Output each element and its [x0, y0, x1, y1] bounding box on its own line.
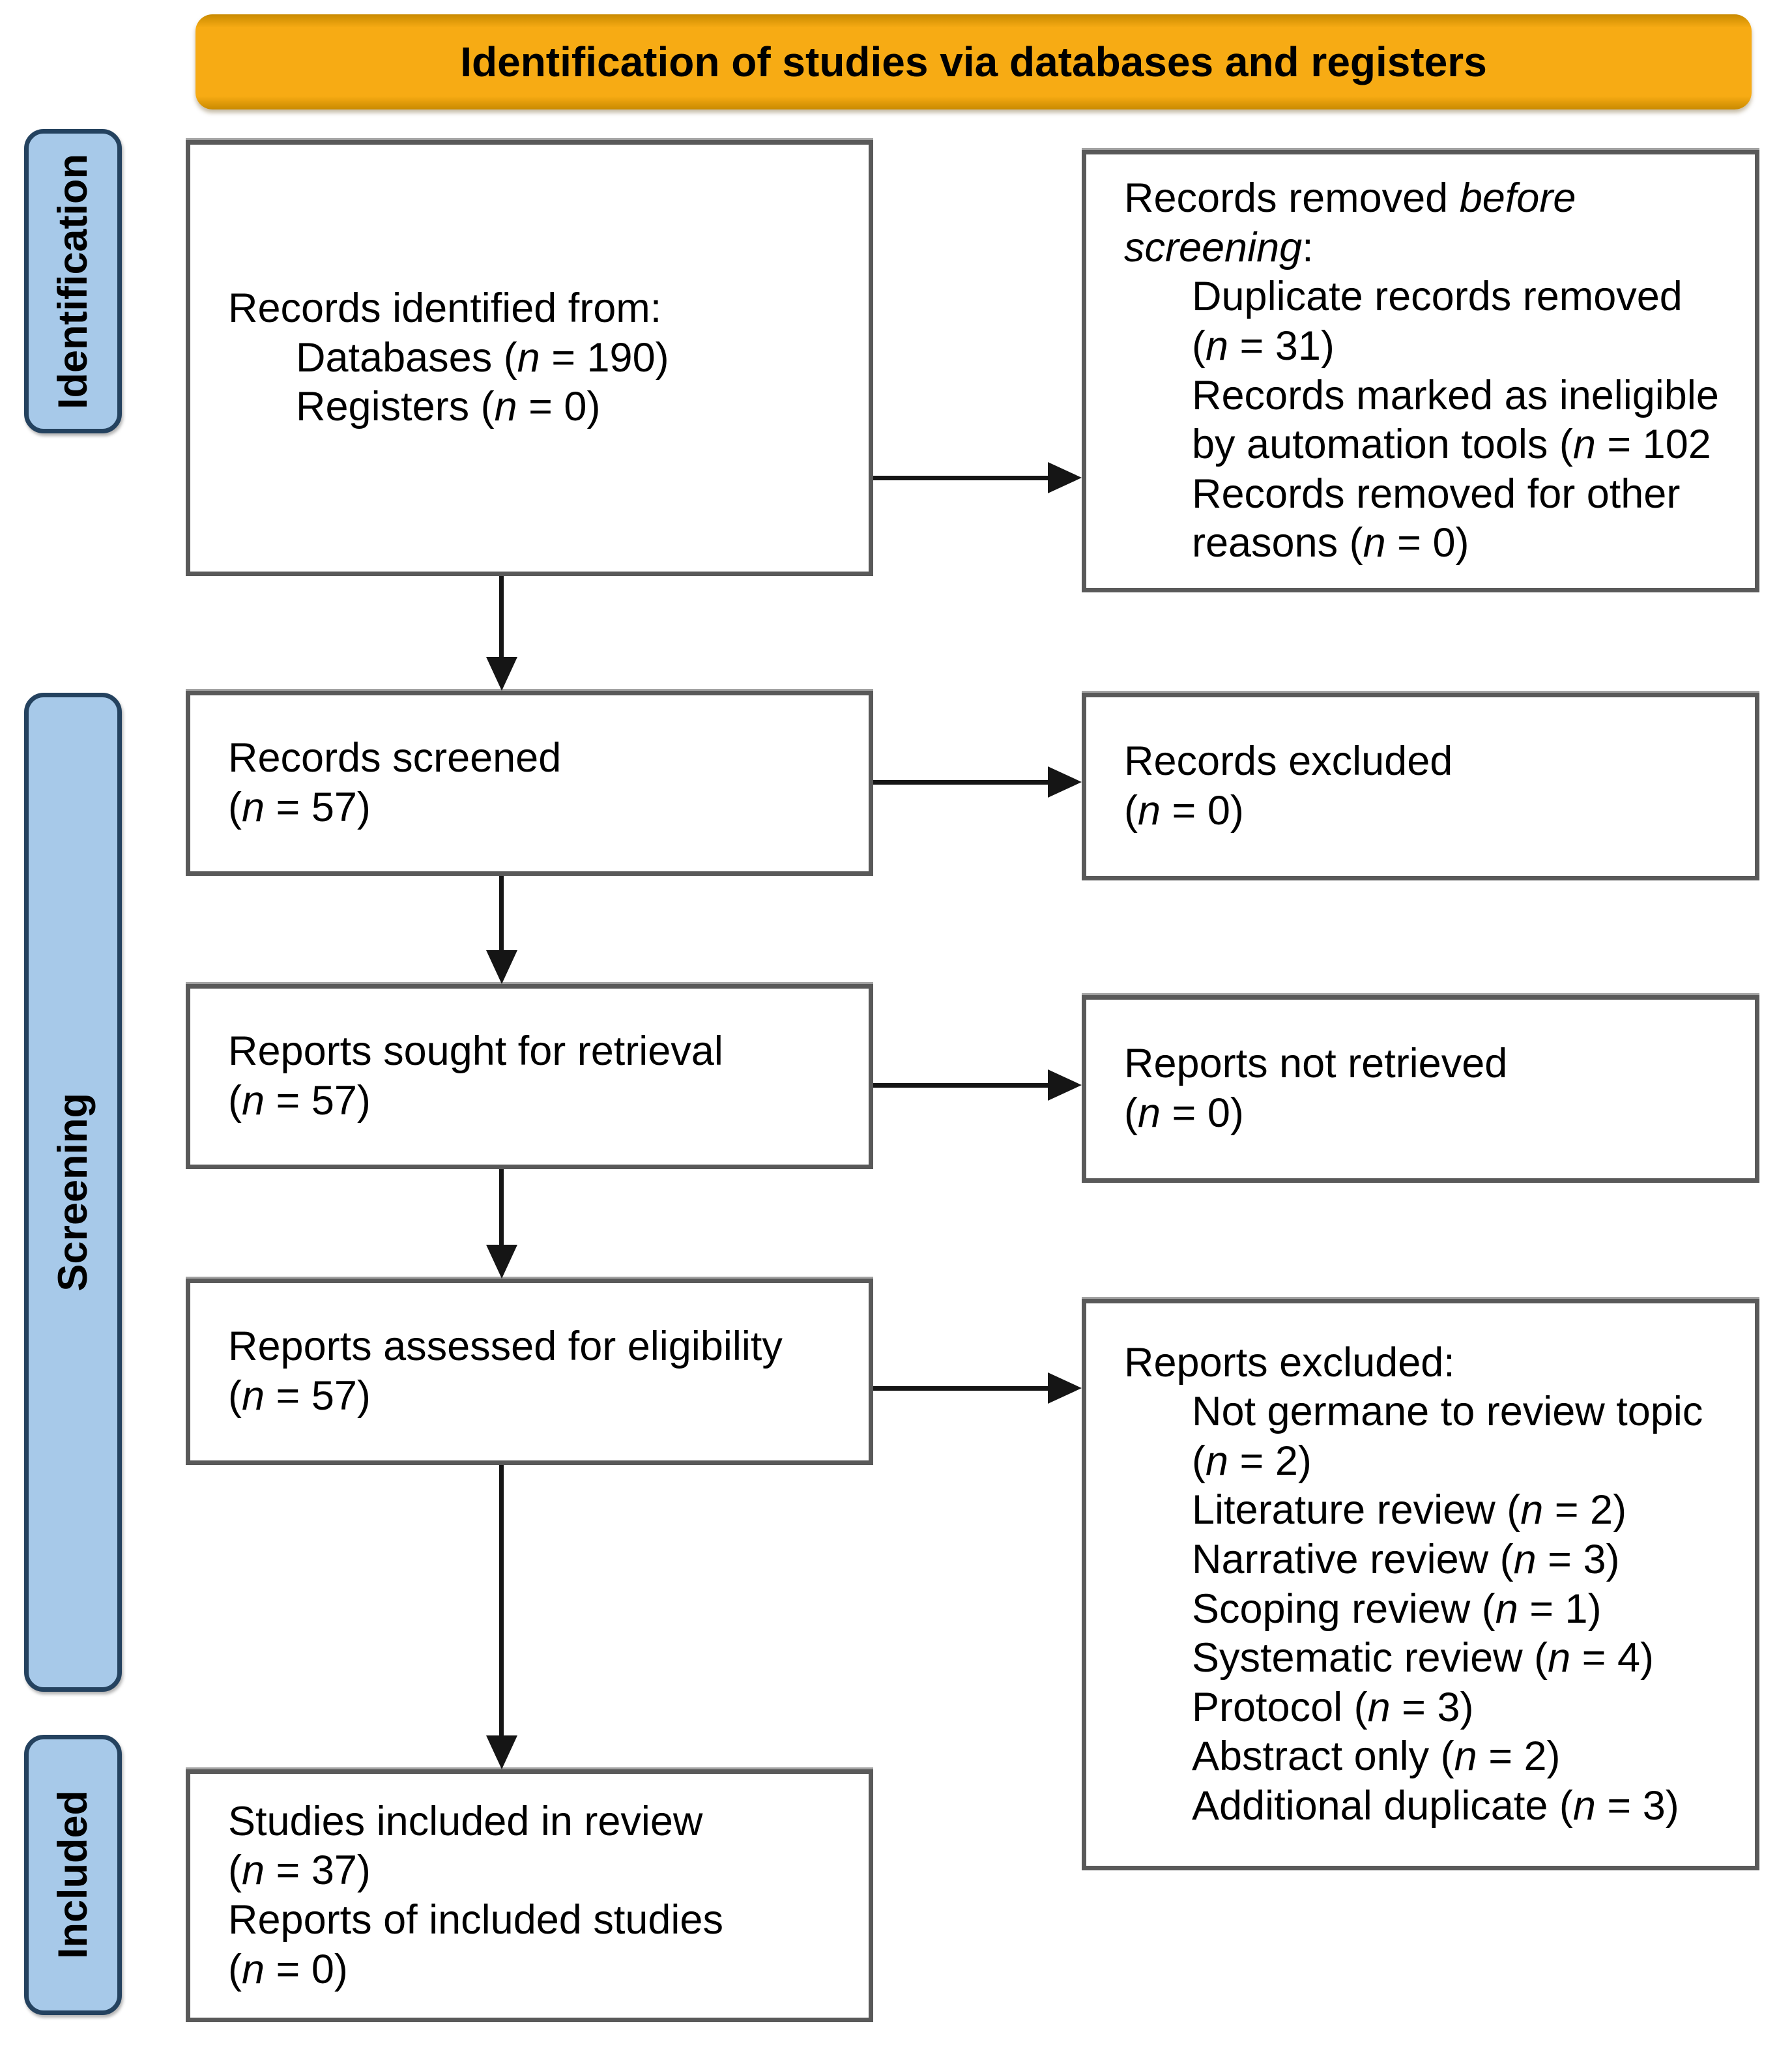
stage-label-identification-text: Identification: [50, 153, 96, 409]
box-text-line: (n = 57): [228, 1078, 371, 1124]
box-text-line: Narrative review (n = 3): [1192, 1536, 1620, 1582]
flow-box-records-identified: Records identified from: Databases (n = …: [186, 140, 873, 576]
right-arrow-head-icon: [1048, 1069, 1082, 1101]
box-text-line: (n = 0): [228, 1946, 348, 1992]
right-arrow-head-icon: [1048, 766, 1082, 798]
stage-label-identification: Identification: [24, 129, 122, 433]
stage-label-screening-text: Screening: [50, 1093, 96, 1292]
box-text-line: Scoping review (n = 1): [1192, 1586, 1602, 1632]
box-text-line: (n = 37): [228, 1848, 371, 1894]
box-text-line: (n = 57): [228, 1373, 371, 1419]
box-text-line: Reports sought for retrieval: [228, 1028, 723, 1075]
right-arrow-line: [873, 1083, 1049, 1088]
down-arrow-head-icon: [486, 950, 517, 984]
box-text-line: Reports of included studies: [228, 1897, 723, 1943]
box-text-line: Duplicate records removed (n = 31): [1192, 274, 1683, 369]
down-arrow-line: [499, 1169, 504, 1249]
banner-title: Identification of studies via databases …: [195, 14, 1752, 109]
right-arrow-line: [873, 476, 1049, 480]
box-text-line: (n = 0): [1124, 1090, 1244, 1136]
down-arrow-line: [499, 576, 504, 661]
box-text-line: Additional duplicate (n = 3): [1192, 1782, 1679, 1829]
box-text-line: Records marked as ineligible by automati…: [1192, 372, 1719, 468]
down-arrow-line: [499, 876, 504, 953]
box-text-line: (n = 0): [1124, 788, 1244, 834]
box-text-line: Abstract only (n = 2): [1192, 1733, 1561, 1780]
box-text-line: Protocol (n = 3): [1192, 1684, 1474, 1730]
box-text-line: (n = 57): [228, 785, 371, 830]
box-text-line: Literature review (n = 2): [1192, 1487, 1627, 1533]
flow-box-records-screened: Records screened (n = 57): [186, 691, 873, 876]
flow-box-reports-not-retrieved: Reports not retrieved (n = 0): [1082, 995, 1759, 1183]
flow-box-reports-excluded: Reports excluded: Not germane to review …: [1082, 1299, 1759, 1870]
box-text-line: Reports assessed for eligibility: [228, 1324, 783, 1370]
flow-box-reports-sought: Reports sought for retrieval (n = 57): [186, 984, 873, 1169]
box-text-line: Reports not retrieved: [1124, 1041, 1508, 1087]
right-arrow-line: [873, 1386, 1049, 1391]
box-text-line: Systematic review (n = 4): [1192, 1635, 1654, 1681]
box-text-line: Not germane to review topic (n = 2): [1192, 1389, 1703, 1484]
stage-label-included: Included: [24, 1735, 122, 2015]
down-arrow-head-icon: [486, 1735, 517, 1769]
right-arrow-head-icon: [1048, 1372, 1082, 1404]
flow-box-studies-included: Studies included in review (n = 37) Repo…: [186, 1769, 873, 2022]
box-text-line: Records identified from:: [228, 285, 662, 332]
banner-title-text: Identification of studies via databases …: [460, 38, 1487, 85]
right-arrow-head-icon: [1048, 462, 1082, 493]
box-text-line: Registers (n = 0): [296, 384, 601, 430]
box-text-line: Studies included in review: [228, 1798, 703, 1844]
box-text-line: Records excluded: [1124, 738, 1453, 785]
box-text-line: Databases (n = 190): [296, 334, 669, 381]
down-arrow-head-icon: [486, 657, 517, 691]
box-text-line: Records screened: [228, 735, 562, 781]
box-text-line: Records removed for other reasons (n = 0…: [1192, 471, 1681, 566]
down-arrow-head-icon: [486, 1245, 517, 1279]
flow-box-records-excluded: Records excluded (n = 0): [1082, 693, 1759, 880]
box-text-line: Records removed before screening:: [1124, 175, 1576, 270]
stage-label-screening: Screening: [24, 693, 122, 1692]
right-arrow-line: [873, 780, 1049, 785]
box-text-line: Reports excluded:: [1124, 1339, 1455, 1385]
stage-label-included-text: Included: [50, 1790, 96, 1960]
flow-box-records-removed: Records removed before screening: Duplic…: [1082, 150, 1759, 592]
flow-box-reports-assessed: Reports assessed for eligibility (n = 57…: [186, 1279, 873, 1465]
down-arrow-line: [499, 1465, 504, 1736]
